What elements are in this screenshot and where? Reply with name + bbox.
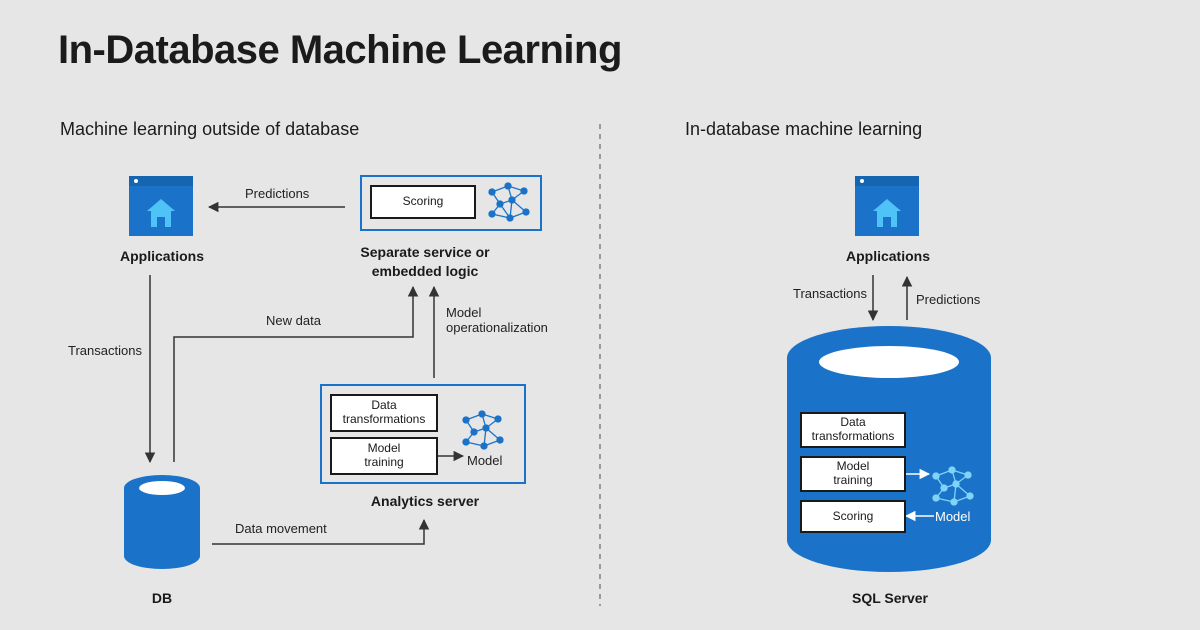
- right-section-heading: In-database machine learning: [685, 119, 923, 139]
- data-movement-label: Data movement: [235, 521, 327, 536]
- right-applications-label: Applications: [845, 248, 930, 264]
- model-op-label: Model operationalization: [446, 305, 548, 335]
- separate-service-line1: Separate service or: [360, 244, 490, 260]
- data-transformations-line1: Data: [371, 398, 397, 413]
- left-transactions-label: Transactions: [68, 343, 142, 358]
- left-model-label: Model: [467, 453, 503, 468]
- model-op-line2: operationalization: [446, 320, 548, 335]
- data-movement-arrow: [212, 518, 430, 545]
- sql-server-label: SQL Server: [851, 590, 928, 606]
- model-training-line1: Model: [367, 441, 401, 456]
- new-data-arrow: [173, 285, 419, 462]
- left-applications-label: Applications: [119, 248, 204, 264]
- right-data-transformations-line2: transformations: [811, 429, 895, 443]
- model-op-line1: Model: [446, 305, 482, 320]
- right-model-label: Model: [935, 509, 971, 524]
- left-section-heading: Machine learning outside of database: [60, 119, 360, 139]
- database-cylinder-icon: [124, 475, 200, 569]
- analytics-server-frame: [320, 384, 526, 484]
- right-data-transformations-line1: Data: [840, 415, 866, 430]
- scoring-service-frame: [360, 175, 542, 231]
- neural-network-icon: [462, 410, 504, 450]
- right-model-training-line2: training: [833, 473, 873, 487]
- right-transactions-label: Transactions: [793, 286, 867, 301]
- new-data-label: New data: [266, 313, 321, 328]
- right-model-training-line1: Model: [836, 459, 870, 474]
- scoring-box: Scoring: [370, 185, 476, 219]
- separate-service-label: Separate service or embedded logic: [330, 243, 520, 281]
- model-training-line2: training: [364, 455, 404, 469]
- separate-service-line2: embedded logic: [371, 263, 479, 279]
- analytics-server-label: Analytics server: [370, 493, 480, 509]
- predictions-label: Predictions: [245, 186, 310, 201]
- db-label: DB: [151, 590, 173, 606]
- data-transformations-line2: transformations: [342, 412, 426, 426]
- sql-server-cylinder-icon: [787, 326, 991, 572]
- neural-network-icon: [488, 182, 530, 222]
- right-predictions-label: Predictions: [916, 292, 981, 307]
- right-scoring-box: Scoring: [800, 500, 906, 533]
- app-window-icon: [129, 176, 193, 236]
- neural-network-icon: [932, 466, 974, 506]
- app-window-icon: [855, 176, 919, 236]
- page-title: In-Database Machine Learning: [58, 28, 622, 72]
